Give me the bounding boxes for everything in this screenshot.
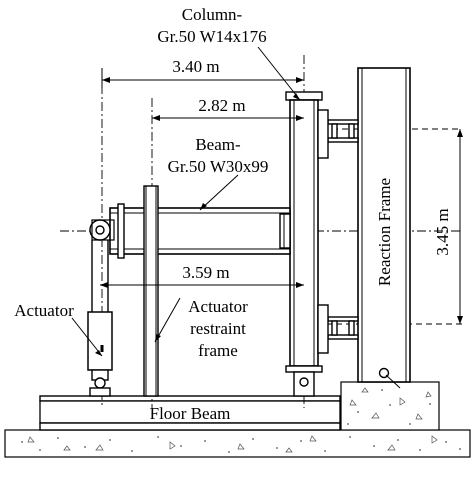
beam-label-line2: Gr.50 W30x99 [168,157,269,176]
dimension-label-3-45: 3.45 m [433,208,452,255]
beam [109,203,291,259]
actuator-label: Actuator [14,301,74,320]
column-label-line1: Column- [182,5,243,24]
floor-beam-label: Floor Beam [150,404,231,423]
restraint-label-line3: frame [198,341,238,360]
column-label-line2: Gr.50 W14x176 [157,27,266,46]
beam-label-line1: Beam- [195,135,241,154]
ground-slab [4,429,471,458]
dimension-lines [100,68,463,324]
column [285,91,329,397]
reaction-frame-foundation [340,381,440,431]
dimension-label-2-82: 2.82 m [198,96,245,115]
dimension-label-3-59: 3.59 m [182,263,229,282]
leader-lines [71,46,401,389]
reaction-frame [327,67,411,383]
reaction-frame-label: Reaction Frame [375,178,394,286]
restraint-label-line2: restraint [190,319,246,338]
actuator-restraint-frame [143,185,159,397]
dimension-label-3-40: 3.40 m [172,57,219,76]
actuator [87,219,115,397]
restraint-label-line1: Actuator [188,297,248,316]
floor-beam [39,395,341,431]
